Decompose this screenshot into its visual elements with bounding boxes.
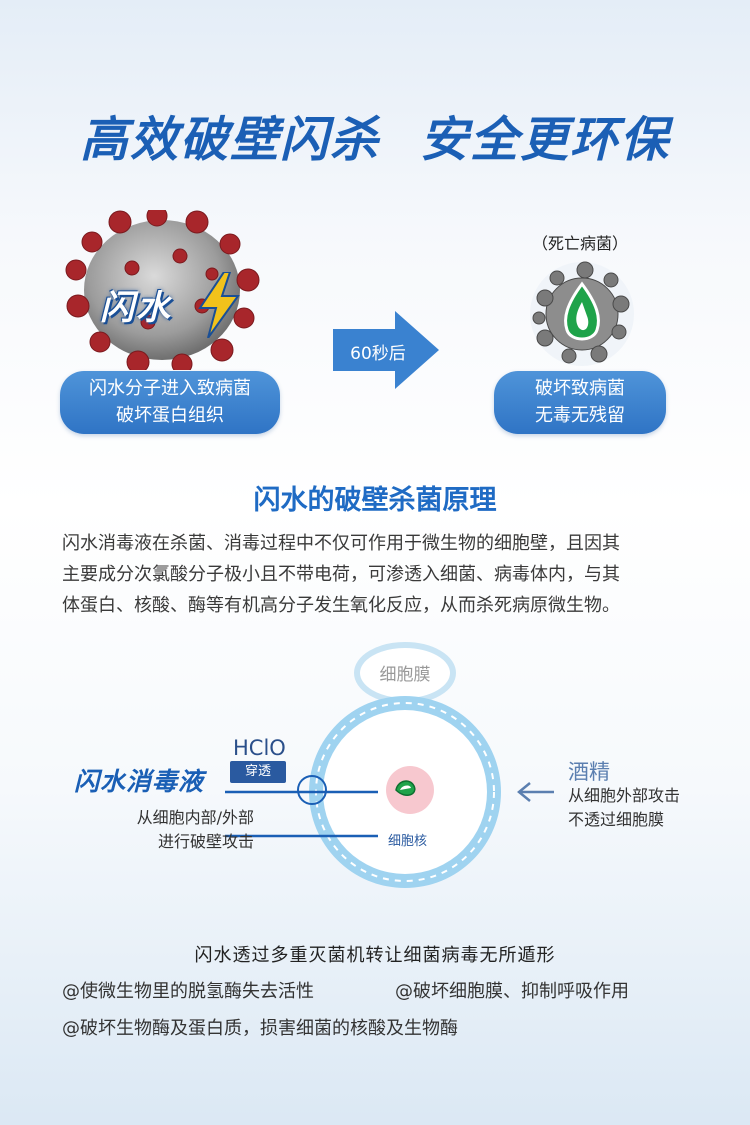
product-name: 闪水消毒液 xyxy=(74,767,205,796)
alcohol-description: 从细胞外部攻击 不透过细胞膜 xyxy=(568,784,680,832)
summary-title: 闪水透过多重灭菌机转让细菌病毒无所遁形 xyxy=(194,945,556,966)
time-label: 60秒后 xyxy=(350,344,406,364)
virus-illustration xyxy=(65,210,260,370)
bullet-item: @破坏细胞膜、抑制呼吸作用 xyxy=(395,981,629,1002)
brand-badge: 闪水 xyxy=(100,288,172,328)
dead-virus-illustration xyxy=(530,261,634,366)
compound-label: HClO xyxy=(233,736,286,760)
bullet-item: @破坏生物酶及蛋白质，损害细菌的核酸及生物酶 xyxy=(62,1018,458,1039)
infection-caption-line-1: 闪水分子进入致病菌 xyxy=(89,378,251,399)
penetration-lines xyxy=(225,775,378,838)
principle-paragraph: 闪水消毒液在杀菌、消毒过程中不仅可作用于微生物的细胞壁，且因其 主要成分次氯酸分… xyxy=(62,528,702,621)
title-part-2: 安全更环保 xyxy=(420,112,671,168)
product-desc-line-2: 进行破壁攻击 xyxy=(157,832,254,851)
dead-virus-label: （死亡病菌） xyxy=(531,234,628,253)
alcohol-arrow xyxy=(517,782,554,802)
infection-caption-line-2: 破坏蛋白组织 xyxy=(116,405,224,426)
alcohol-label: 酒精 xyxy=(568,760,610,784)
bullet-item: @使微生物里的脱氢酶失去活性 xyxy=(62,981,314,1002)
principle-line: 闪水消毒液在杀菌、消毒过程中不仅可作用于微生物的细胞壁，且因其 xyxy=(62,533,620,554)
alcohol-desc-line-2: 不透过细胞膜 xyxy=(568,810,665,829)
principle-line: 体蛋白、核酸、酶等有机高分子发生氧化反应，从而杀死病原微生物。 xyxy=(62,595,620,616)
membrane-label: 细胞膜 xyxy=(379,665,431,685)
title-part-1: 高效破壁闪杀 xyxy=(79,112,380,168)
result-caption-line-2: 无毒无残留 xyxy=(535,405,625,426)
alcohol-desc-line-1: 从细胞外部攻击 xyxy=(568,786,681,805)
lightning-icon xyxy=(198,272,240,338)
nucleus-label: 细胞核 xyxy=(388,834,428,849)
principle-line: 主要成分次氯酸分子极小且不带电荷，可渗透入细菌、病毒体内，与其 xyxy=(62,564,620,585)
infection-caption: 闪水分子进入致病菌 破坏蛋白组织 xyxy=(60,371,280,434)
product-description: 从细胞内部/外部 进行破壁攻击 xyxy=(74,806,254,854)
page-title: 高效破壁闪杀安全更环保 xyxy=(0,100,750,170)
result-caption-line-1: 破坏致病菌 xyxy=(535,378,625,399)
cell-nucleus xyxy=(386,766,434,814)
penetrate-badge: 穿透 xyxy=(230,761,286,783)
arrow-right-icon xyxy=(333,311,439,389)
cell-diagram xyxy=(225,642,554,888)
product-desc-line-1: 从细胞内部/外部 xyxy=(136,808,254,827)
result-caption: 破坏致病菌 无毒无残留 xyxy=(494,371,666,434)
principle-title: 闪水的破壁杀菌原理 xyxy=(253,485,497,516)
